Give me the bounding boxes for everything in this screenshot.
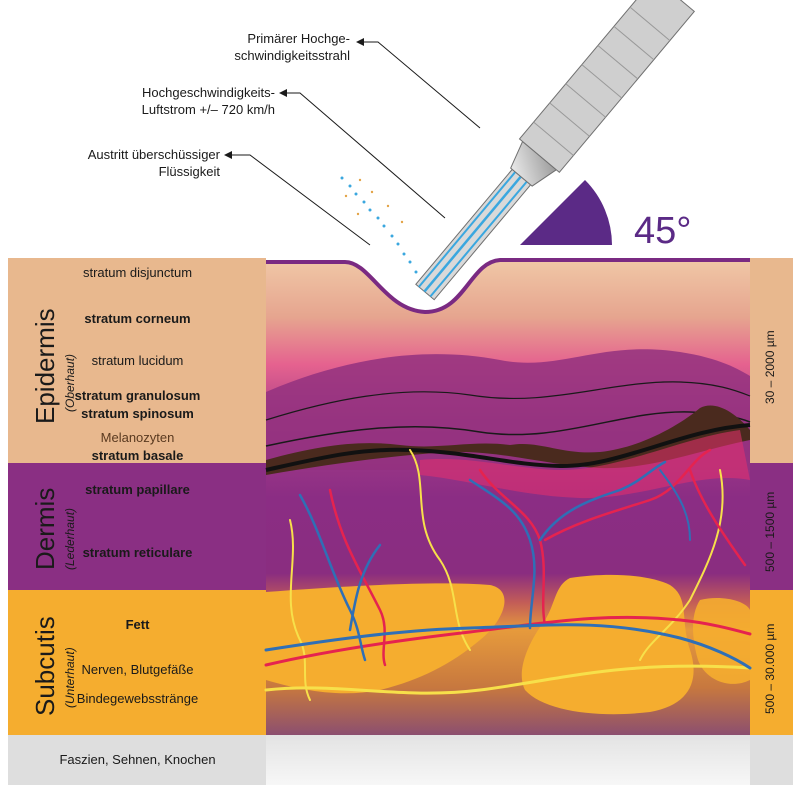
melanocyte-band <box>266 405 750 475</box>
layer-label-papillare: stratum papillare <box>85 482 190 497</box>
layer-label-basale: stratum basale <box>91 448 184 463</box>
layer-label-fett: Fett <box>125 617 150 632</box>
vein-line <box>538 460 667 542</box>
angle-45-label: 45° <box>634 210 692 252</box>
depth-label-subcutis: 500 – 30.000 µm <box>763 623 777 714</box>
lucidum-wave <box>266 349 750 470</box>
epidermis-panel <box>8 258 266 463</box>
fat-lobule-far-right <box>693 598 750 684</box>
vein-line <box>659 469 691 541</box>
layer-label-disjunctum: stratum disjunctum <box>82 265 193 280</box>
granulosum-line <box>265 381 751 421</box>
vessel-network <box>264 448 752 701</box>
subcutis-panel <box>8 590 266 735</box>
fat-lobule-right <box>521 574 694 715</box>
label-primary-jet: Primärer Hochge- schwindigkeitsstrahl <box>234 31 350 63</box>
basale-line <box>265 423 751 472</box>
layer-label-binde: Bindegewebsstränge <box>76 691 199 706</box>
layer-label-melanozyten: Melanozyten <box>100 430 175 445</box>
nozzle-jet-channel <box>418 171 517 288</box>
section-subtitle-dermis: (Lederhaut) <box>63 507 77 570</box>
layer-label-nerven: Nerven, Blutgefäße <box>81 662 194 677</box>
layer-label-granulosum: stratum granulosum <box>74 388 201 403</box>
nozzle-jet-channel <box>423 175 522 293</box>
layer-label-spinosum: stratum spinosum <box>81 406 194 421</box>
depth-bar-subcutis <box>750 590 793 735</box>
nerve-line <box>639 469 724 661</box>
label-airflow: Hochgeschwindigkeits- Luftstrom +/– 720 … <box>141 85 275 117</box>
layer-label-corneum: stratum corneum <box>84 311 191 326</box>
artery-line <box>543 448 712 542</box>
leader-arrowheads <box>224 38 364 159</box>
vein-line <box>348 543 382 632</box>
deep-tissue-center <box>266 735 750 785</box>
nozzle-body <box>518 0 696 174</box>
dermis-panel <box>8 463 266 590</box>
nozzle-body-threads <box>533 6 671 156</box>
nozzle <box>415 0 696 301</box>
nerve-line <box>409 449 471 651</box>
vein-line <box>298 493 367 662</box>
nerve-line <box>264 664 752 695</box>
leader-lines <box>228 41 481 246</box>
layer-label-faszien: Faszien, Sehnen, Knochen <box>59 752 216 767</box>
layer-label-lucidum: stratum lucidum <box>91 353 184 368</box>
artery-line <box>688 468 747 567</box>
excess-fluid-spray <box>340 176 418 274</box>
depth-bar-epidermis <box>750 258 793 463</box>
layer-label-reticulare: stratum reticulare <box>82 545 193 560</box>
depth-label-dermis: 500 – 1500 µm <box>763 491 777 572</box>
depth-label-epidermis: 30 – 2000 µm <box>763 330 777 404</box>
skin-surface-line <box>266 258 750 315</box>
angle-45-wedge <box>520 180 612 245</box>
depth-bar-dermis <box>750 463 793 590</box>
artery-line <box>328 488 387 667</box>
nerve-line <box>289 519 311 701</box>
label-excess-fluid: Austritt überschüssiger Flüssigkeit <box>87 147 220 179</box>
vein-line <box>468 478 536 630</box>
nozzle-jet-channel <box>429 180 528 298</box>
